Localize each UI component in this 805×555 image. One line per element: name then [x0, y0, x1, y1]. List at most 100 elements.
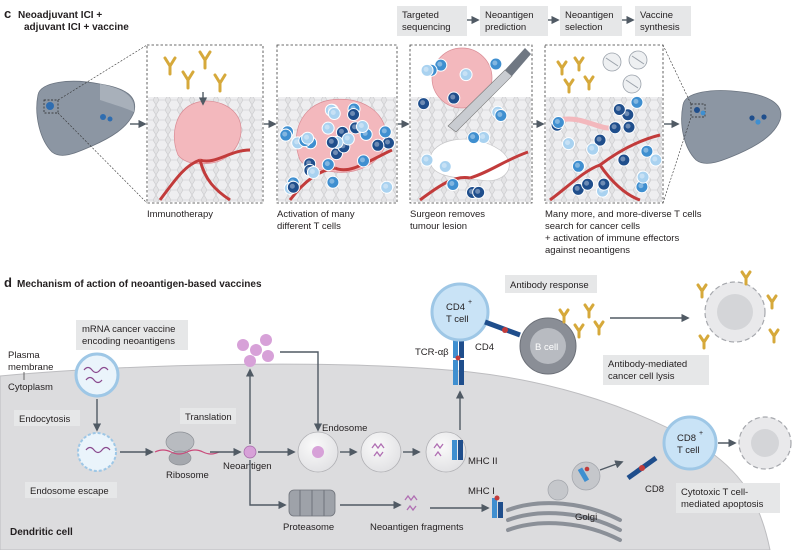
t-cell-nucleus — [639, 173, 645, 179]
antibodies-on-cell — [696, 270, 780, 350]
t-cell — [420, 63, 434, 77]
cd4-cell-label-1: CD4 — [446, 302, 465, 313]
t-cell-nucleus — [620, 156, 626, 162]
t-cell — [489, 57, 503, 71]
dendritic-cell-label: Dendritic cell — [10, 527, 73, 538]
t-cell-nucleus — [470, 134, 476, 140]
proteasome-icon — [288, 489, 336, 517]
t-cell — [321, 121, 335, 135]
t-cell-nucleus — [352, 124, 358, 130]
t-cell-nucleus — [328, 138, 334, 144]
t-cell-nucleus — [289, 183, 295, 189]
t-cell-nucleus — [652, 156, 658, 162]
t-cell-nucleus — [625, 123, 631, 129]
t-cell — [378, 125, 392, 139]
endosome-escape-label: Endosome escape — [30, 486, 109, 497]
t-cell — [306, 166, 320, 180]
t-cells-activated — [279, 102, 395, 195]
t-cell-nucleus — [462, 71, 468, 77]
t-cell — [286, 180, 300, 194]
antibody-icons-4 — [556, 56, 595, 94]
cd4-label: CD4 — [475, 342, 494, 353]
endosome-label: Endosome — [322, 423, 367, 434]
t-cell — [279, 128, 293, 142]
golgi-vesicle — [547, 479, 569, 501]
caption-vaccine-line1: Many more, and more-diverse T cells — [545, 209, 702, 220]
pipeline-step-3-line1: Neoantigen — [565, 10, 614, 21]
vaccine-label-line2: encoding neoantigens — [82, 336, 175, 347]
golgi-label: Golgi — [575, 512, 597, 523]
scalpel-icon — [447, 48, 531, 133]
t-cell-nucleus — [383, 183, 389, 189]
translation-box — [180, 408, 236, 424]
t-cell — [371, 138, 385, 152]
ribosome-icon — [154, 431, 220, 466]
pipeline-step-4 — [635, 6, 691, 36]
pipeline: Targeted sequencing Neoantigen predictio… — [397, 6, 691, 36]
b-cell-label: B cell — [535, 342, 558, 353]
pipeline-step-1 — [397, 6, 467, 36]
translation-label: Translation — [185, 412, 232, 423]
cd8-label: CD8 — [645, 484, 664, 495]
t-cell — [597, 177, 611, 191]
t-cell-nucleus — [282, 131, 288, 137]
t-cell-nucleus — [437, 61, 443, 67]
apoptotic-cell — [738, 416, 792, 470]
t-cell — [380, 180, 394, 194]
mhc1-icon — [492, 495, 503, 518]
t-cell — [608, 121, 622, 135]
vaccine-vials — [602, 50, 648, 94]
t-cell-nucleus — [565, 140, 571, 146]
arrow-uptake — [280, 351, 323, 432]
t-cell-nucleus — [420, 100, 426, 106]
t-cell — [581, 177, 595, 191]
pipeline-step-2-line2: prediction — [485, 22, 526, 33]
t-cell-nucleus — [309, 169, 315, 175]
endocytosis-label: Endocytosis — [19, 414, 70, 425]
liver-icon-left — [36, 44, 148, 204]
caption-activation-line2: different T cells — [277, 221, 341, 232]
t-cell-nucleus — [359, 157, 365, 163]
vaccine-label-line1: mRNA cancer vaccine — [82, 324, 175, 335]
t-cell-nucleus — [294, 139, 300, 145]
caption-vaccine-line2: search for cancer cells — [545, 221, 640, 232]
lysis-label-1: Antibody-mediated — [608, 359, 687, 370]
mhc1-tcr-complex — [626, 455, 658, 481]
tcr-label: TCR-αβ — [415, 347, 449, 358]
t-cell — [325, 135, 339, 149]
pipeline-step-4-line2: synthesis — [640, 22, 680, 33]
t-cell-nucleus — [338, 128, 344, 134]
t-cell — [301, 131, 315, 145]
caption-surgery-line1: Surgeon removes — [410, 209, 485, 220]
t-cell-nucleus — [449, 181, 455, 187]
cytoplasm-label: Cytoplasm — [8, 382, 53, 393]
t-cell — [472, 185, 486, 199]
t-cell-nucleus — [324, 161, 330, 167]
ribosome-label: Ribosome — [166, 470, 209, 481]
endocytosis-box — [14, 410, 80, 426]
t-cell-nucleus — [600, 180, 606, 186]
caption-activation-line1: Activation of many — [277, 209, 355, 220]
lysed-cancer-cell — [704, 281, 766, 343]
mhc2-vesicle — [425, 431, 467, 473]
mhc1-label: MHC I — [468, 486, 495, 497]
pipeline-step-4-line1: Vaccine — [640, 10, 673, 21]
late-endosome — [360, 431, 402, 473]
t-cell — [494, 108, 508, 122]
t-cell — [467, 131, 481, 145]
t-cell — [447, 91, 461, 105]
panel-activation — [276, 44, 398, 204]
t-cell — [420, 153, 434, 167]
antibody-response-label: Antibody response — [510, 280, 589, 291]
t-cell-nucleus — [589, 145, 595, 151]
apoptosis-label-1: Cytotoxic T cell- — [681, 487, 748, 498]
t-cell-nucleus — [584, 180, 590, 186]
t-cell-nucleus — [358, 123, 364, 129]
panel-surgery — [409, 44, 533, 204]
t-cell-nucleus — [638, 183, 644, 189]
t-cell-nucleus — [475, 188, 481, 194]
antibody-cluster — [558, 303, 605, 339]
cd4-cell-label-2: T cell — [446, 314, 469, 325]
t-cell — [571, 159, 585, 173]
antibody-response-box — [505, 275, 597, 293]
